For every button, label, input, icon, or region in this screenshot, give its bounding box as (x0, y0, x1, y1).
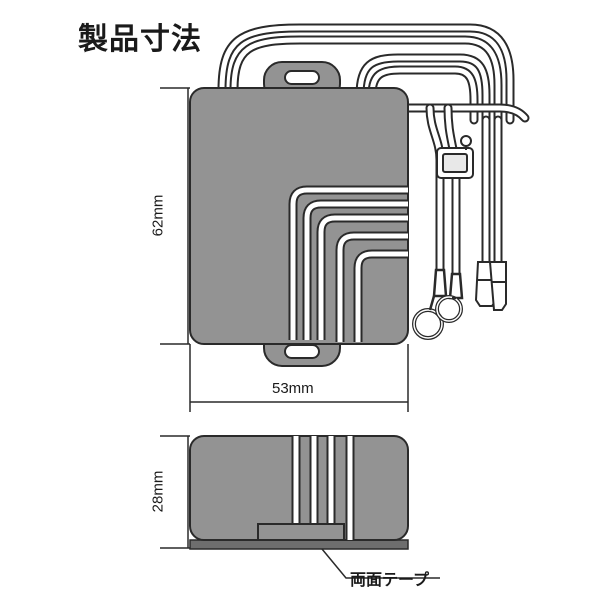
double-sided-tape (189, 539, 409, 550)
ring-terminals (412, 268, 464, 340)
heat-fins (288, 185, 408, 342)
page-title: 製品寸法 (78, 22, 202, 57)
tape-callout-label: 両面テープ (350, 570, 430, 589)
side-fins (291, 436, 355, 540)
dimension-lines (160, 87, 409, 549)
width-label: 53mm (272, 380, 314, 397)
depth-label: 28mm (149, 470, 167, 513)
tape-leader (321, 548, 440, 579)
side-view (189, 435, 440, 579)
side-bracket (257, 523, 345, 541)
fuse-holder (436, 135, 474, 179)
top-view (189, 61, 409, 367)
height-label: 62mm (149, 194, 167, 237)
connector-plugs (474, 261, 507, 311)
